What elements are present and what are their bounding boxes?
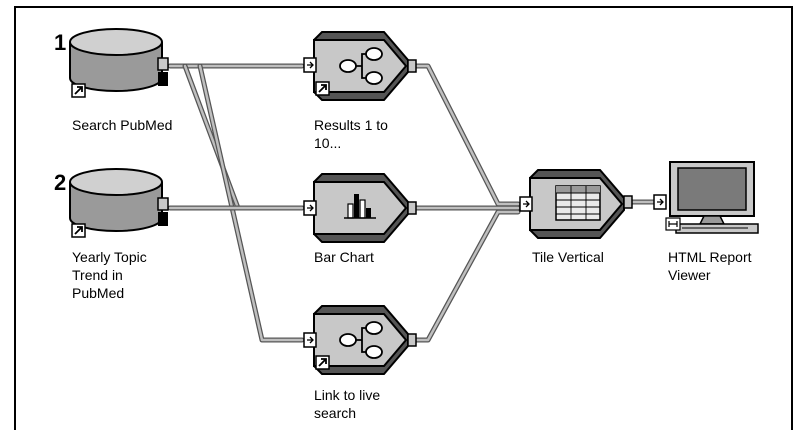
output-port-icon: [157, 197, 169, 226]
node-label-yearly-topic-trend: Yearly Topic Trend in PubMed: [72, 249, 147, 301]
wire-link-to-tile: [411, 209, 521, 343]
node-label-link-to-live-search: Link to live search: [314, 387, 381, 421]
bar-chart-node[interactable]: [300, 168, 418, 246]
output-port-icon: [407, 201, 417, 215]
shortcut-arrow-icon: [315, 355, 330, 370]
input-port-icon: [303, 200, 317, 216]
node-label-html-report-viewer: HTML Report Viewer: [668, 249, 752, 283]
table-grid-icon: [555, 185, 601, 221]
results-node[interactable]: [300, 26, 418, 104]
input-port-icon: [519, 196, 533, 212]
database-icon: [69, 28, 163, 92]
shortcut-arrow-icon: [71, 223, 86, 238]
node-label-results: Results 1 to 10...: [314, 117, 388, 151]
node-label-bar-chart: Bar Chart: [314, 249, 374, 265]
output-port-icon: [623, 195, 633, 209]
shortcut-arrow-icon: [71, 83, 86, 98]
wire-search-to-link: [197, 63, 305, 343]
split-icon: [339, 47, 383, 85]
node-label-tile-vertical: Tile Vertical: [532, 249, 604, 265]
input-port-icon: [653, 194, 667, 210]
database-icon: [69, 168, 163, 232]
node-number-1: 1: [54, 30, 67, 55]
html-report-viewer-node[interactable]: [652, 160, 764, 240]
tile-vertical-node[interactable]: [516, 164, 634, 242]
html-badge-icon: [665, 217, 681, 231]
input-port-icon: [303, 57, 317, 73]
shortcut-arrow-icon: [315, 81, 330, 96]
output-port-icon: [157, 57, 169, 86]
yearly-topic-trend-node[interactable]: [62, 166, 174, 244]
link-to-live-search-node[interactable]: [300, 300, 418, 378]
output-port-icon: [407, 333, 417, 347]
wire-results-to-tile: [411, 63, 521, 207]
search-pubmed-node[interactable]: [62, 26, 174, 104]
bar-chart-icon: [344, 194, 376, 219]
monitor-icon: [669, 161, 759, 234]
input-port-icon: [303, 332, 317, 348]
node-number-2: 2: [54, 170, 67, 195]
split-icon: [339, 321, 383, 359]
canvas-frame: [14, 6, 793, 430]
output-port-icon: [407, 59, 417, 73]
node-label-search-pubmed: Search PubMed: [72, 117, 173, 133]
